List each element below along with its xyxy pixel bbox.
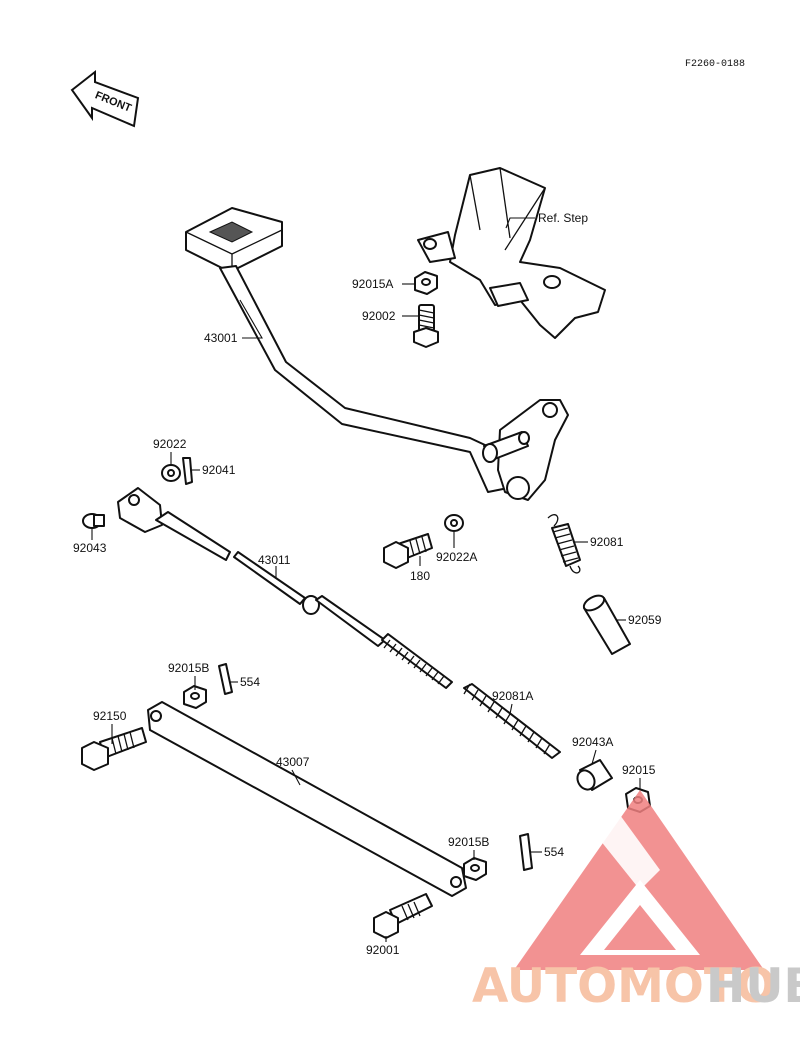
link-rod-43007-drawing (147, 701, 467, 897)
nut-92015A-drawing (414, 271, 438, 295)
brake-pedal-43001-drawing (185, 207, 569, 501)
front-arrow-icon: FRONT (70, 69, 140, 128)
washer-92022-drawing (161, 464, 181, 482)
label-180: 180 (410, 569, 430, 583)
label-92002: 92002 (362, 309, 396, 323)
label-92015B-bottom: 92015B (448, 835, 489, 849)
label-43007: 43007 (276, 755, 310, 769)
label-43001: 43001 (204, 331, 238, 345)
bolt-92150-drawing (81, 727, 147, 771)
figure-code: F2260-0188 (685, 59, 745, 70)
pin-92043A-drawing (576, 759, 613, 791)
label-43011: 43011 (258, 553, 291, 567)
label-92041: 92041 (202, 463, 236, 477)
label-554-top: 554 (240, 675, 260, 689)
label-92015A: 92015A (352, 277, 393, 291)
collar-92059-drawing (582, 594, 631, 655)
watermark-text-automoto: AUTOMOTO (472, 959, 776, 1014)
label-92081A: 92081A (492, 689, 533, 703)
label-554-bottom: 554 (544, 845, 564, 859)
step-bracket-drawing (417, 167, 606, 339)
spring-92081A-drawing (463, 683, 561, 759)
nut-92015B-top-drawing (183, 685, 207, 709)
label-92059: 92059 (628, 613, 662, 627)
clip-554-bottom-drawing (519, 833, 533, 871)
label-92022A: 92022A (436, 550, 477, 564)
watermark-logo (514, 790, 764, 970)
label-92001: 92001 (366, 943, 400, 957)
label-92022: 92022 (153, 437, 187, 451)
pin-92043-drawing (82, 513, 105, 529)
nut-92015B-bottom-drawing (463, 857, 487, 881)
label-92150: 92150 (93, 709, 127, 723)
label-92043: 92043 (73, 541, 107, 555)
leader-lines (91, 217, 641, 942)
pin-92041-drawing (182, 457, 193, 485)
clip-554-top-drawing (218, 663, 233, 695)
label-92015B-top: 92015B (168, 661, 209, 675)
label-92081: 92081 (590, 535, 624, 549)
label-92043A: 92043A (572, 735, 613, 749)
label-ref-step: Ref. Step (538, 211, 588, 225)
bolt-92002-drawing (413, 304, 439, 348)
watermark-text-hub: HUB (706, 959, 800, 1014)
spring-92081-drawing (547, 514, 581, 574)
bolt-180-drawing (383, 533, 433, 569)
brake-rod-43011-drawing (117, 487, 453, 689)
part-labels: Ref. Step 92015A 92002 43001 92022 92041… (73, 211, 662, 957)
bolt-92001-drawing (373, 893, 433, 939)
label-92015: 92015 (622, 763, 656, 777)
washer-92022A-drawing (444, 514, 464, 532)
